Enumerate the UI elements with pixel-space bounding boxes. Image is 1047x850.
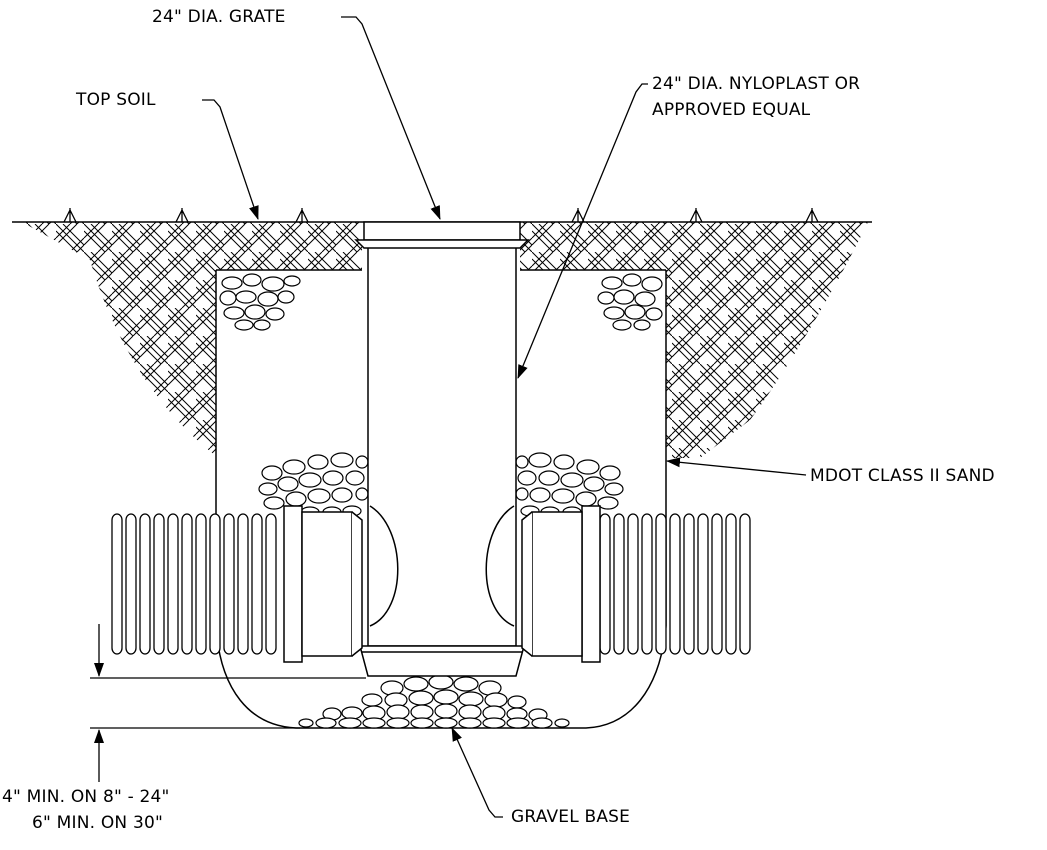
leader-lines [202,16,807,818]
topsoil-label: TOP SOIL [76,90,156,110]
dimension-label-line1: 4" MIN. ON 8" - 24" [2,787,170,807]
pipe-corrugation-rib [125,513,137,655]
pipe-corrugation-rib [739,513,751,655]
grate-leader [341,16,441,220]
pipe-corrugation-rib [655,513,667,655]
corrugated-pipe-right [599,513,751,655]
gravel-base-stones [298,674,570,729]
nyloplast-leader [517,83,648,379]
pipe-corrugation-rib [265,513,277,655]
grate-label: 24" DIA. GRATE [152,7,286,27]
nyloplast-label-line2: APPROVED EQUAL [652,100,811,120]
pipe-corrugation-rib [223,513,235,655]
pipe-corrugation-rib [251,513,263,655]
pipe-corrugation-rib [613,513,625,655]
pipe-corrugation-rib [669,513,681,655]
gravel-label: GRAVEL BASE [511,807,631,827]
riser-connector-right [485,505,515,627]
pipe-corrugation-rib [139,513,151,655]
corrugated-pipe-left [111,513,277,655]
dimension-label-line2: 6" MIN. ON 30" [32,813,163,833]
sand-leader [666,457,807,476]
pipe-corrugation-rib [153,513,165,655]
pipe-corrugation-rib [599,513,611,655]
pipe-corrugation-rib [167,513,179,655]
pipe-corrugation-rib [697,513,709,655]
topsoil-leader [202,99,259,220]
sand-label: MDOT CLASS II SAND [810,466,995,486]
pipe-corrugation-rib [195,513,207,655]
pipe-coupling-right [521,505,601,663]
gravel-cluster-top-right [597,273,663,331]
pipe-corrugation-rib [181,513,193,655]
grass-tufts [63,208,819,223]
pipe-corrugation-rib [725,513,737,655]
pipe-corrugation-rib [711,513,723,655]
pipe-corrugation-rib [627,513,639,655]
soil-mass [22,222,868,458]
nyloplast-label-line1: 24" DIA. NYLOPLAST OR [652,74,861,94]
gravel-leader [451,727,503,818]
grate-frame [354,221,530,249]
soil-right [520,222,868,458]
riser-connector-left [369,505,399,627]
pipe-corrugation-rib [209,513,221,655]
riser-pipe [367,243,517,647]
gravel-cluster-top-left [219,273,301,331]
pipe-corrugation-rib [683,513,695,655]
pipe-corrugation-rib [641,513,653,655]
pipe-corrugation-rib [111,513,123,655]
sump-bottom [359,645,525,677]
soil-left [22,222,362,456]
pipe-corrugation-rib [237,513,249,655]
pipe-coupling-left [283,505,363,663]
gravel-depth-dimension [90,624,366,782]
